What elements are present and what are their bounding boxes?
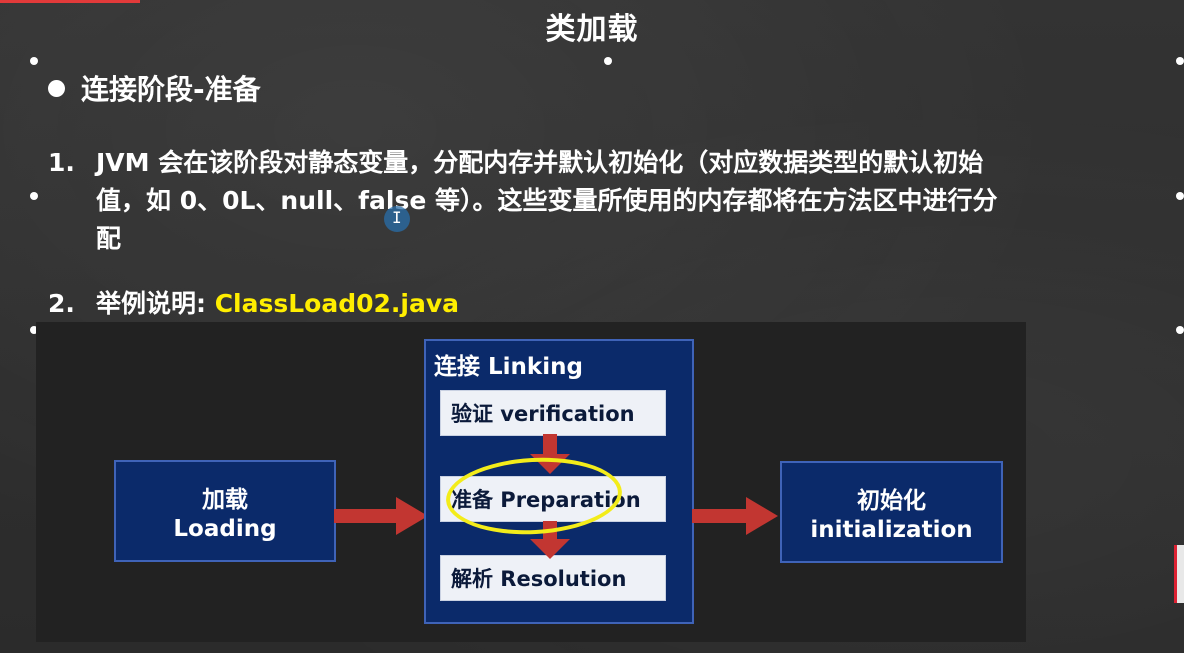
list-item-line: 配 — [96, 224, 122, 253]
slide-title: 类加载 — [545, 12, 639, 47]
list-item-line: JVM 会在该阶段对静态变量，分配内存并默认初始化（对应数据类型的默认初始 — [96, 148, 984, 177]
step-resolution: 解析 Resolution — [440, 555, 666, 601]
list-item-number: 1. — [48, 148, 75, 177]
selection-handle[interactable] — [30, 57, 38, 65]
top-accent-line — [0, 0, 140, 3]
init-label-en: initialization — [810, 517, 973, 543]
bullet-heading: 连接阶段-准备 — [48, 68, 261, 108]
loading-label-en: Loading — [173, 516, 277, 542]
example-label: 举例说明: — [96, 289, 215, 318]
bullet-heading-text: 连接阶段-准备 — [81, 73, 261, 106]
init-label-cn: 初始化 — [857, 488, 926, 514]
selection-handle[interactable] — [1176, 192, 1184, 200]
example-filename: ClassLoad02.java — [214, 289, 460, 318]
side-panel-edge[interactable] — [1174, 545, 1184, 603]
selection-handle[interactable] — [1176, 57, 1184, 65]
arrow-right-icon — [334, 497, 428, 535]
selection-handle[interactable] — [30, 326, 38, 334]
list-item-line: 值，如 0、0L、null、false 等）。这些变量所使用的内存都将在方法区中… — [96, 186, 998, 215]
list-item-2: 2. 举例说明: ClassLoad02.java — [48, 285, 648, 325]
list-item-body: 举例说明: ClassLoad02.java — [96, 285, 459, 323]
initialization-box: 初始化 initialization — [780, 461, 1003, 563]
step-preparation: 准备 Preparation — [440, 476, 666, 522]
linking-box: 连接 Linking 验证 verification 准备 Preparatio… — [424, 339, 694, 624]
list-item-number: 2. — [48, 289, 75, 318]
text-cursor-icon: I — [392, 208, 402, 227]
selection-handle[interactable] — [604, 57, 612, 65]
arrow-down-icon — [530, 434, 570, 476]
loading-label-cn: 加载 — [202, 487, 248, 513]
linking-title: 连接 Linking — [434, 354, 583, 380]
bullet-dot-icon — [48, 79, 65, 97]
selection-handle[interactable] — [1176, 326, 1184, 334]
list-item-body: JVM 会在该阶段对静态变量，分配内存并默认初始化（对应数据类型的默认初始 值，… — [96, 144, 998, 258]
selection-handle[interactable] — [30, 192, 38, 200]
arrow-right-icon — [692, 497, 778, 535]
step-verification: 验证 verification — [440, 390, 666, 436]
list-item-1: 1. JVM 会在该阶段对静态变量，分配内存并默认初始化（对应数据类型的默认初始… — [48, 144, 1168, 264]
loading-box: 加载 Loading — [114, 460, 336, 562]
arrow-down-icon — [530, 521, 570, 561]
mouse-cursor-highlight — [384, 206, 410, 232]
